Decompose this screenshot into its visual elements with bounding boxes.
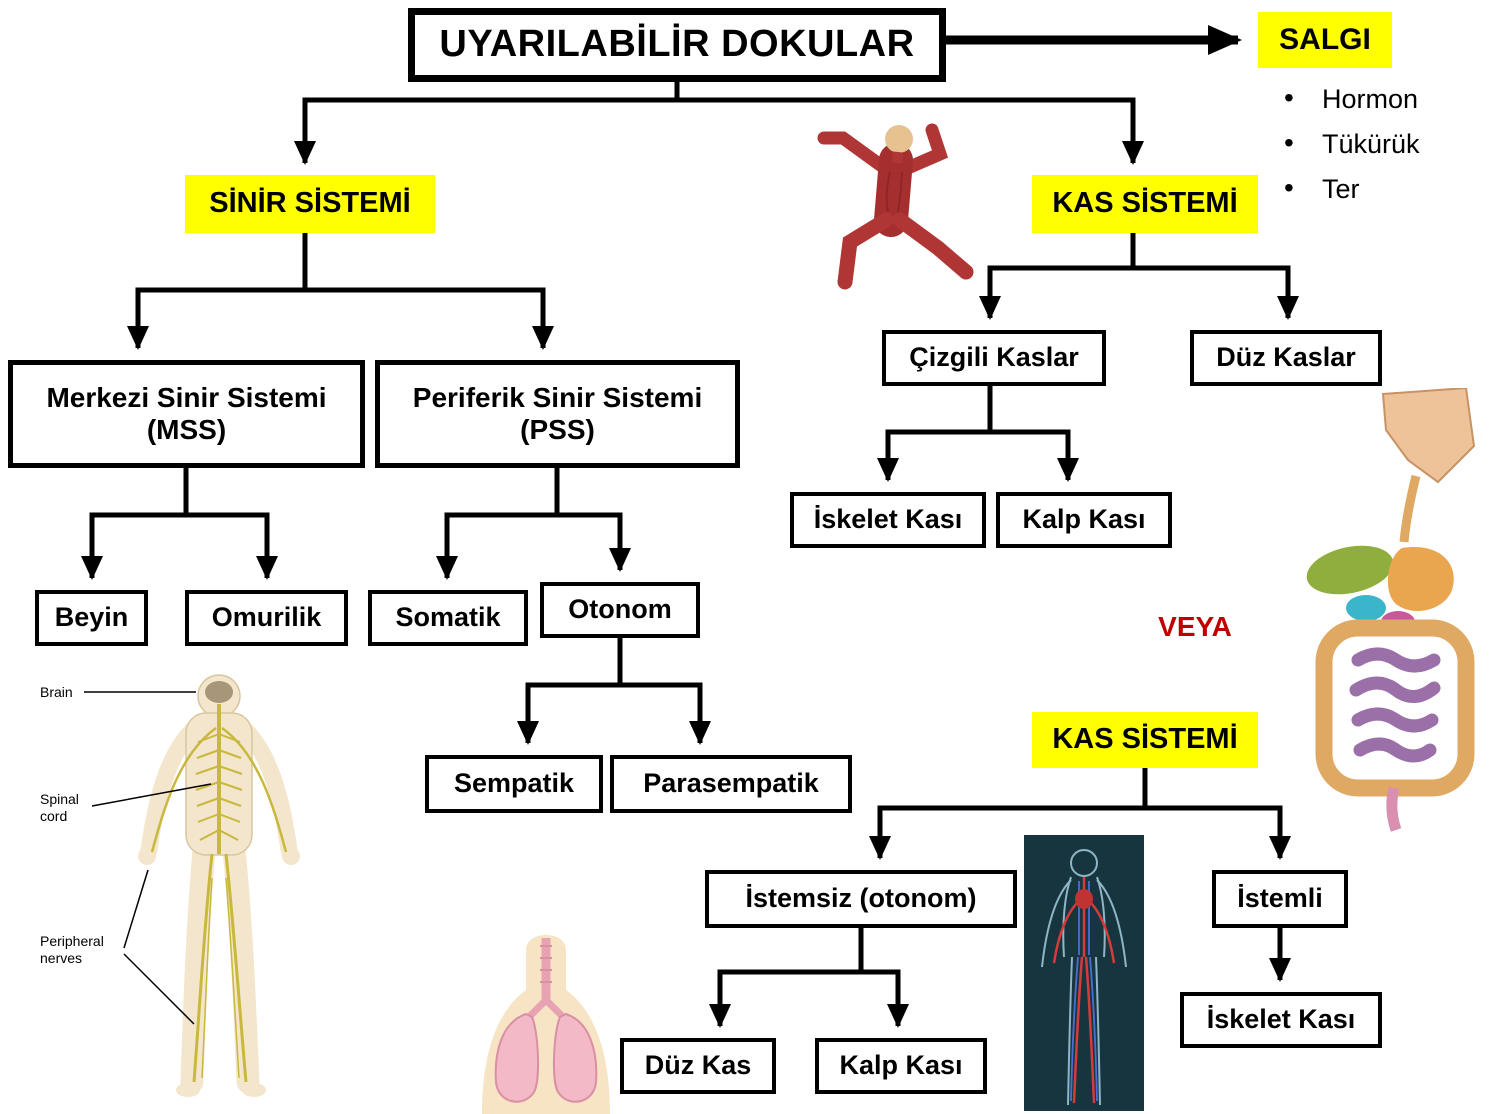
node-omurilik: Omurilik <box>185 590 348 646</box>
node-istemsiz-otonom: İstemsiz (otonom) <box>705 870 1017 928</box>
peripheral-nerves-label-1: Peripheral <box>40 933 104 949</box>
salgi-item-label: Tükürük <box>1322 129 1420 159</box>
peripheral-nerves-label-2: nerves <box>40 950 82 966</box>
node-duz-kas: Düz Kas <box>620 1038 776 1094</box>
salgi-list: Hormon Tükürük Ter <box>1278 82 1488 219</box>
node-iskelet-kasi-2: İskelet Kası <box>1180 992 1382 1048</box>
salgi-item-label: Ter <box>1322 174 1360 204</box>
node-parasempatik: Parasempatik <box>610 755 852 813</box>
node-kas-sistemi: KAS SİSTEMİ <box>1032 175 1258 233</box>
muscle-anatomy-image <box>798 112 988 302</box>
node-sempatik: Sempatik <box>425 755 603 813</box>
node-uyarilabilir-dokular: UYARILABİLİR DOKULAR <box>408 8 946 82</box>
spinal-cord-label-2: cord <box>40 808 67 824</box>
brain-label: Brain <box>40 684 73 700</box>
salgi-item-tukuruk: Tükürük <box>1278 127 1488 160</box>
circulatory-system-image <box>1024 835 1144 1111</box>
node-somatik: Somatik <box>368 590 528 646</box>
mss-line1: Merkezi Sinir Sistemi <box>46 381 327 413</box>
node-istemli: İstemli <box>1212 870 1348 928</box>
node-kalp-kasi: Kalp Kası <box>996 492 1172 548</box>
pss-line1: Periferik Sinir Sistemi <box>412 381 703 413</box>
node-cizgili-kaslar: Çizgili Kaslar <box>882 330 1106 386</box>
respiratory-system-image <box>466 922 626 1114</box>
node-beyin: Beyin <box>35 590 148 646</box>
node-merkezi-sinir-sistemi: Merkezi Sinir Sistemi (MSS) <box>8 360 365 468</box>
node-kalp-kasi-2: Kalp Kası <box>815 1038 987 1094</box>
nervous-system-image: Brain Spinal cord Peripheral nerves <box>28 658 343 1114</box>
node-otonom: Otonom <box>540 582 700 638</box>
node-duz-kaslar: Düz Kaslar <box>1190 330 1382 386</box>
node-sinir-sistemi: SİNİR SİSTEMİ <box>185 175 435 233</box>
pss-line2: (PSS) <box>520 414 595 445</box>
mss-line2: (MSS) <box>146 414 227 445</box>
veya-label: VEYA <box>1158 610 1232 642</box>
salgi-item-ter: Ter <box>1278 172 1488 205</box>
salgi-item-label: Hormon <box>1322 84 1419 114</box>
node-salgi: SALGI <box>1258 12 1392 68</box>
salgi-item-hormon: Hormon <box>1278 82 1488 115</box>
spinal-cord-label-1: Spinal <box>40 791 79 807</box>
node-periferik-sinir-sistemi: Periferik Sinir Sistemi (PSS) <box>375 360 740 468</box>
node-iskelet-kasi: İskelet Kası <box>790 492 986 548</box>
node-kas-sistemi-2: KAS SİSTEMİ <box>1032 712 1258 768</box>
digestive-system-image <box>1298 386 1492 832</box>
